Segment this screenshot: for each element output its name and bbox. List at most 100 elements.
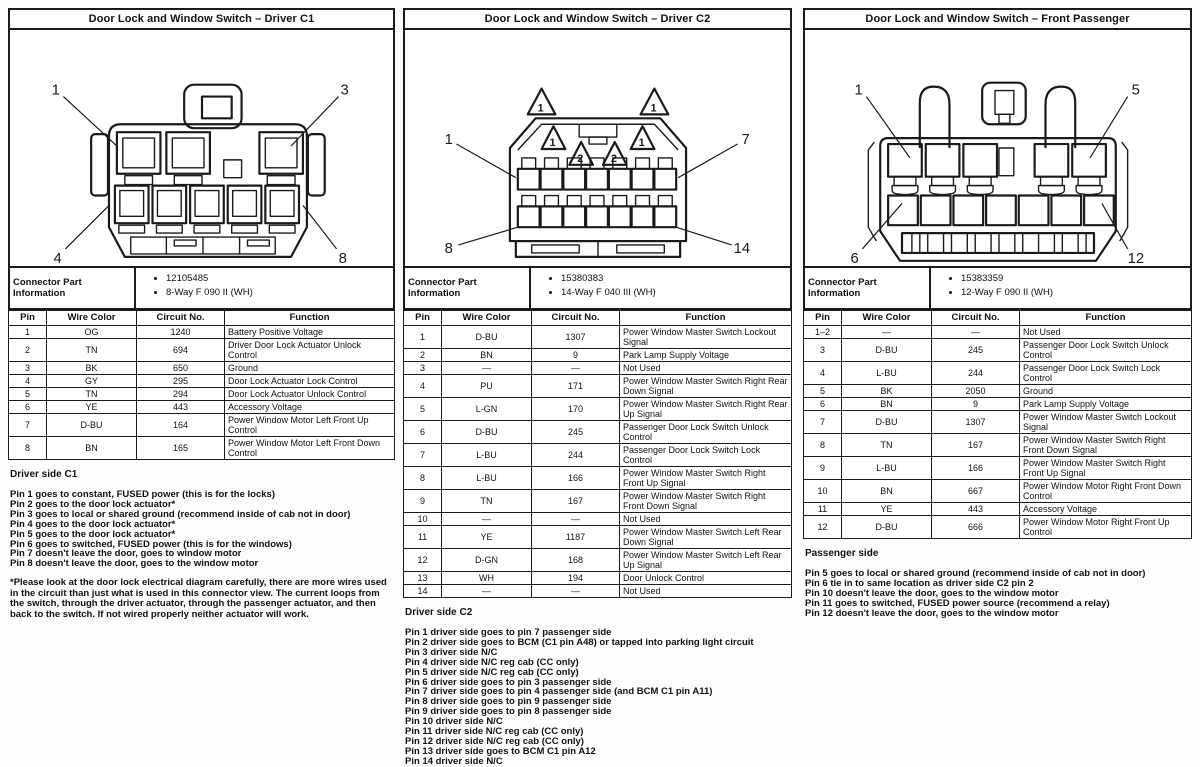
keying-number: 2 [577,153,583,165]
pin-callout: 6 [851,251,859,266]
table-cell: 10 [803,479,842,503]
table-cell: 165 [136,436,225,460]
driver-c1-diagram-box: Door Lock and Window Switch – Driver C1 [8,8,395,268]
table-cell: D-BU [46,413,137,437]
table-cell: 667 [931,479,1020,503]
part-info-values: 12105485 8-Way F 090 II (WH) [136,268,393,308]
pin-callout: 7 [742,132,750,148]
note-line: Pin 5 goes to the door lock actuator* [10,528,176,540]
col-header-circuit-no: Circuit No. [531,310,620,326]
note-line: Pin 4 goes to the door lock actuator* [10,518,176,530]
part-number: 15383359 [961,273,1186,284]
notes-heading: Driver side C1 [10,469,78,480]
part-info-label: Connector Part Information [10,268,136,308]
table-cell: 294 [136,387,225,401]
note-line: Pin 3 driver side N/C [405,646,498,658]
table-cell: BN [841,479,932,503]
table-cell: Door Unlock Control [619,571,792,585]
connector-drawing-front-passenger: 1 5 6 12 [805,30,1190,266]
table-cell: — [441,584,532,598]
cavity-row-top [115,131,305,186]
note-line: Pin 11 driver side N/C reg cab (CC only) [405,726,584,738]
table-cell: Power Window Motor Right Front Down Cont… [1019,479,1192,503]
connector-body [879,137,1117,262]
table-cell: 1187 [531,525,620,549]
table-cell: Power Window Master Switch Lockout Signa… [1019,410,1192,434]
table-cell: — [531,584,620,598]
note-line: Pin 5 goes to local or shared ground (re… [805,568,1146,579]
pin-callout: 1 [445,132,453,148]
note-line: Pin 2 driver side goes to BCM (C1 pin A4… [405,636,754,648]
table-cell: Power Window Master Switch Right Front D… [619,489,792,513]
latch-tab [183,83,243,130]
table-cell: Not Used [619,361,792,375]
side-wing-left [90,133,110,197]
table-cell: BN [441,348,532,362]
table-cell: 2 [8,338,47,362]
table-cell: — [441,361,532,375]
table-header-row: Pin Wire Color Circuit No. Function [803,310,1192,326]
connector-body [107,123,308,258]
table-cell: 194 [531,571,620,585]
col-header-wire-color: Wire Color [46,310,137,326]
table-cell: Power Window Master Switch Lockout Signa… [619,325,792,349]
index-strip-hatched [900,232,1096,254]
table-cell: 694 [136,338,225,362]
panel-title: Door Lock and Window Switch – Driver C2 [405,10,790,30]
table-cell: TN [46,387,137,401]
notes-driver-c2: Driver side C2 Pin 1 driver side goes to… [403,607,792,767]
table-cell: OG [46,325,137,339]
table-header-row: Pin Wire Color Circuit No. Function [8,310,395,326]
table-cell: 7 [803,410,842,434]
note-line: Pin 1 driver side goes to pin 7 passenge… [405,627,612,638]
part-info-label: Connector Part Information [805,268,931,308]
table-cell: YE [841,502,932,516]
note-line: Pin 9 driver side goes to pin 8 passenge… [405,706,612,718]
table-cell: D-GN [441,548,532,572]
table-cell: Power Window Master Switch Left Rear Dow… [619,525,792,549]
col-header-function: Function [224,310,395,326]
table-cell: 167 [531,489,620,513]
table-cell: — [531,512,620,526]
col-header-wire-color: Wire Color [841,310,932,326]
table-cell: 8 [8,436,47,460]
latch-slot-small [588,136,608,145]
index-strip [514,239,682,258]
table-cell: D-BU [841,410,932,434]
pin-callout: 1 [854,83,862,99]
table-cell: 6 [403,420,442,444]
table-cell: Park Lamp Supply Voltage [1019,397,1192,411]
connector-part-information: Connector Part Information 12105485 8-Wa… [8,268,395,310]
notes-lines: Pin 1 goes to constant, FUSED power (thi… [10,490,395,569]
side-arm-right [1044,85,1077,148]
table-cell: Passenger Door Lock Switch Unlock Contro… [1019,338,1192,362]
connector-14way-svg: 1 1 1 1 2 2 [445,87,750,258]
table-cell: TN [841,433,932,457]
table-cell: — [931,325,1020,339]
table-cell: Door Lock Actuator Unlock Control [224,387,395,401]
table-cell: 12 [403,548,442,572]
table-cell: L-BU [841,361,932,385]
connector-8way-svg: 1 3 4 8 [52,83,349,266]
panel-title: Door Lock and Window Switch – Driver C1 [10,10,393,30]
table-cell: 170 [531,397,620,421]
table-cell: 164 [136,413,225,437]
table-cell: L-BU [441,443,532,467]
part-info-values: 15383359 12-Way F 090 II (WH) [931,268,1190,308]
table-cell: 244 [531,443,620,467]
notes-footnote: *Please look at the door lock electrical… [10,577,387,620]
latch-tab-slot [200,95,233,120]
col-header-function: Function [1019,310,1192,326]
table-cell: BN [841,397,932,411]
notes-front-passenger: Passenger side Pin 5 goes to local or sh… [803,548,1192,619]
note-line: Pin 14 driver side N/C [405,755,503,767]
note-line: Pin 7 driver side goes to pin 4 passenge… [405,686,713,698]
